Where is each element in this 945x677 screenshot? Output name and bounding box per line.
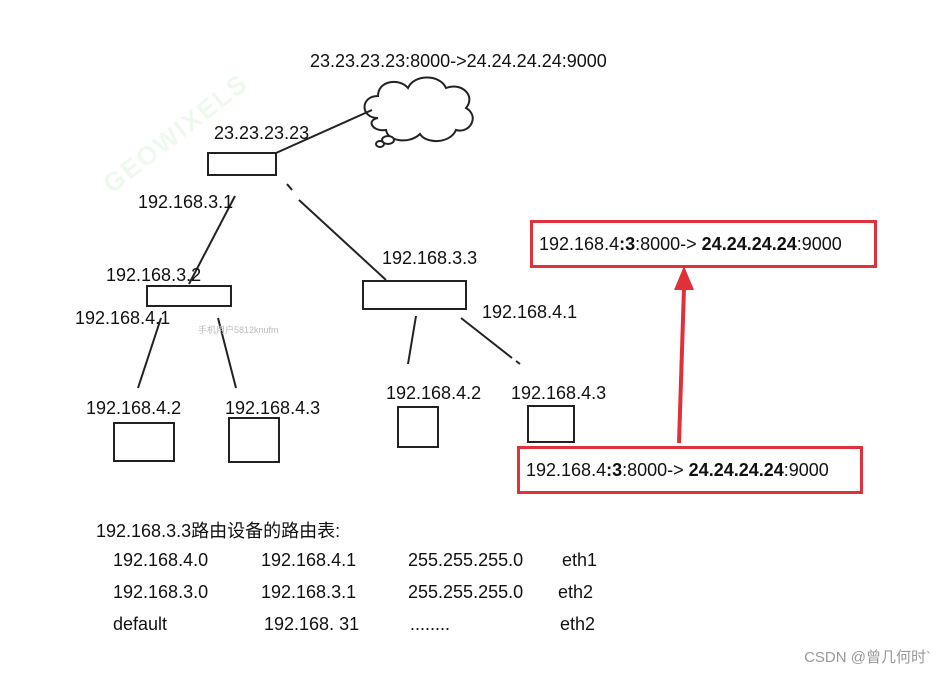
packet-upper-dst: 24.24.24.24 — [701, 233, 797, 254]
link-top-left — [188, 195, 236, 285]
packet-lower-src-port: :8000-> — [622, 459, 684, 480]
link-top-right-b — [298, 199, 387, 281]
csdn-footer: CSDN @曾几何时` — [804, 649, 931, 666]
packet-upper-src-port: :8000-> — [635, 233, 697, 254]
right-host-a-box — [397, 406, 439, 448]
link-cloud-top-router — [275, 109, 373, 154]
route-table-title: 192.168.3.3路由设备的路由表: — [96, 521, 341, 541]
small-watermark: 手机用户5812knufm — [198, 325, 279, 335]
route-row-2-mask: 255.255.255.0 — [408, 582, 524, 602]
route-row-1-gateway: 192.168.4.1 — [261, 550, 357, 570]
left-host-a-ip: 192.168.4.2 — [86, 398, 182, 418]
route-row-2-dest: 192.168.3.0 — [113, 582, 209, 602]
link-left-host-b — [217, 317, 237, 389]
nat-arrow-icon — [674, 266, 694, 444]
right-host-a-ip: 192.168.4.2 — [386, 383, 482, 403]
link-right-host-b — [460, 317, 513, 359]
right-router-down-ip: 192.168.4.1 — [482, 302, 578, 322]
left-host-b-box — [228, 417, 280, 463]
link-top-right-a — [286, 183, 293, 191]
packet-after-nat-box: 192.168.4:3:8000-> 24.24.24.24:9000 — [530, 220, 877, 268]
packet-lower-src-prefix: 192.168.4 — [526, 459, 607, 480]
left-router-box — [146, 285, 232, 307]
route-row-3-mask: ........ — [410, 614, 451, 634]
packet-upper-src-prefix: 192.168.4 — [539, 233, 620, 254]
right-host-b-ip: 192.168.4.3 — [511, 383, 607, 403]
route-row-3-gateway: 192.168. 31 — [264, 614, 360, 634]
right-router-box — [362, 280, 467, 310]
link-right-host-a — [407, 315, 417, 365]
packet-lower-dst-port: :9000 — [783, 459, 829, 480]
route-row-3-dest: default — [113, 614, 168, 634]
left-host-a-box — [113, 422, 175, 462]
link-right-host-b-tail — [515, 360, 521, 365]
packet-upper-src-bold: :3 — [619, 233, 636, 254]
internet-cloud-icon — [363, 76, 474, 148]
packet-upper-dst-port: :9000 — [796, 233, 842, 254]
packet-before-nat-box: 192.168.4:3:8000-> 24.24.24.24:9000 — [517, 446, 863, 494]
left-router-down-ip: 192.168.4.1 — [75, 308, 171, 328]
route-row-1-mask: 255.255.255.0 — [408, 550, 524, 570]
route-row-1-dest: 192.168.4.0 — [113, 550, 209, 570]
route-row-2-iface: eth2 — [558, 582, 594, 602]
link-left-host-a — [137, 317, 162, 389]
header-flow-label: 23.23.23.23:8000->24.24.24.24:9000 — [310, 51, 607, 71]
top-router-down-ip: 192.168.3.1 — [138, 192, 234, 212]
right-host-b-box — [527, 405, 575, 443]
top-router-ip: 23.23.23.23 — [214, 123, 310, 143]
right-router-up-ip: 192.168.3.3 — [382, 248, 478, 268]
packet-lower-dst: 24.24.24.24 — [688, 459, 784, 480]
route-row-3-iface: eth2 — [560, 614, 596, 634]
left-router-up-ip: 192.168.3.2 — [106, 265, 202, 285]
top-router-box — [207, 152, 277, 176]
route-row-2-gateway: 192.168.3.1 — [261, 582, 357, 602]
route-row-1-iface: eth1 — [562, 550, 598, 570]
left-host-b-ip: 192.168.4.3 — [225, 398, 321, 418]
packet-lower-src-bold: :3 — [606, 459, 623, 480]
